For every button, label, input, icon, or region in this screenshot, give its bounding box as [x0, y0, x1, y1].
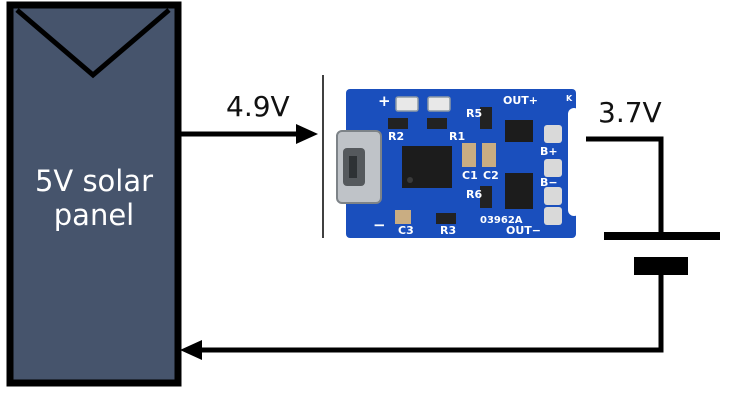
pad-out-minus	[544, 207, 562, 225]
solar-panel-chevron	[15, 8, 171, 79]
pcb-label-r6: R6	[466, 188, 483, 201]
pcb-label-out-plus: OUT+	[503, 94, 539, 107]
input-arrowhead	[296, 124, 318, 144]
solar-panel	[6, 1, 182, 387]
pcb-label-r1: R1	[449, 130, 466, 143]
resistor-r1	[427, 118, 447, 129]
capacitor-c1	[462, 143, 476, 167]
pcb-label-b-plus: B+	[540, 145, 558, 158]
battery-voltage-label: 3.7V	[598, 96, 662, 129]
pcb-label-c3: C3	[398, 224, 414, 237]
capacitor-c3	[395, 210, 411, 224]
panel-label-line1: 5V solar	[34, 164, 154, 198]
pad-out-plus	[544, 125, 562, 143]
pad-b-minus	[544, 187, 562, 205]
resistor-r2	[388, 118, 408, 129]
board-edge-notch	[568, 108, 580, 216]
pcb-label-k: K	[566, 94, 573, 103]
pcb-label-part: 03962A	[480, 215, 523, 226]
input-voltage-label: 4.9V	[226, 90, 290, 123]
charger-ic-dot	[407, 177, 413, 183]
pcb-label-b-minus: B−	[540, 176, 558, 189]
resistor-r5	[480, 107, 492, 129]
pcb-label-plus: +	[378, 92, 391, 110]
panel-label-line2: panel	[53, 198, 135, 232]
led-right	[427, 96, 451, 112]
usb-port-tongue	[349, 156, 357, 178]
pcb-label-r3: R3	[440, 224, 457, 237]
capacitor-c2	[482, 143, 496, 167]
return-wire	[200, 275, 664, 353]
led-left	[395, 96, 419, 112]
pcb-label-r2: R2	[388, 130, 405, 143]
pcb-label-minus: −	[373, 216, 386, 234]
protection-chip-bottom	[505, 173, 533, 209]
resistor-r6	[480, 186, 492, 208]
pcb-label-c1: C1	[462, 169, 478, 182]
battery-plate-short	[634, 257, 688, 275]
protection-chip-top	[505, 120, 533, 142]
return-arrowhead	[180, 340, 202, 360]
pcb-label-r5: R5	[466, 107, 483, 120]
pad-b-plus	[544, 159, 562, 177]
pcb-label-c2: C2	[483, 169, 499, 182]
charger-board	[336, 89, 580, 238]
resistor-r3	[436, 213, 456, 224]
pcb-label-out-minus: OUT−	[506, 224, 542, 237]
battery-wire-top	[586, 136, 664, 236]
